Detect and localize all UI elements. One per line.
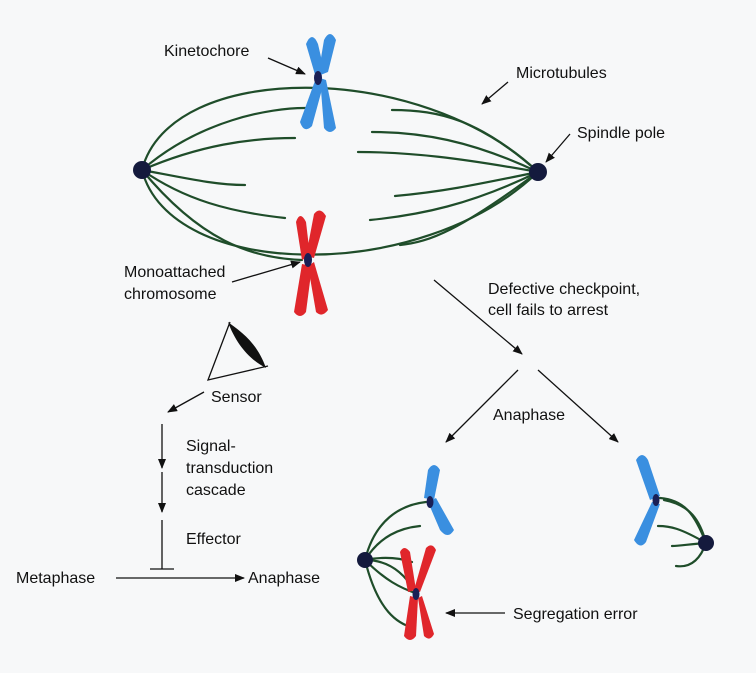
microtubules-label: Microtubules — [516, 65, 607, 82]
defective-label-line1: Defective checkpoint, — [488, 281, 640, 298]
spindle-pole-arrow — [545, 133, 571, 163]
blue-chromosome — [300, 34, 336, 132]
microtubules-arrow — [481, 81, 509, 105]
sensor-eye-icon — [206, 321, 269, 381]
sensor-to-cascade-arrow — [167, 391, 205, 413]
effector-label: Effector — [186, 531, 242, 548]
kinetochore-arrow — [267, 57, 306, 75]
defective-arrow — [433, 279, 523, 355]
anaphase-label: Anaphase — [248, 570, 320, 587]
spindle-pole-right — [529, 163, 547, 181]
defective-label-line2: cell fails to arrest — [488, 302, 609, 319]
segregation-error-label: Segregation error — [513, 606, 638, 623]
microtubules — [140, 86, 540, 262]
main-spindle — [133, 34, 547, 316]
kinetochore-label: Kinetochore — [164, 43, 249, 60]
kinetochore-blue — [314, 71, 322, 85]
right-daughter-spindle — [634, 455, 714, 568]
red-chromosome — [294, 210, 328, 316]
anaphase-arrow-left — [445, 369, 519, 443]
spindle-pole-left — [133, 161, 151, 179]
signal-label-line3: cascade — [186, 482, 246, 499]
monoattached-arrow — [231, 260, 301, 283]
anaphase-branch-label: Anaphase — [493, 407, 565, 424]
metaphase-label: Metaphase — [16, 570, 95, 587]
monoattached-label-line1: Monoattached — [124, 264, 225, 281]
anaphase-arrow-right — [537, 369, 619, 443]
sensor-label: Sensor — [211, 389, 262, 406]
left-daughter-spindle — [357, 465, 454, 640]
spindle-pole-label: Spindle pole — [577, 125, 665, 142]
signal-label-line2: transduction — [186, 460, 273, 477]
monoattached-label-line2: chromosome — [124, 286, 217, 303]
kinetochore-red — [304, 253, 312, 267]
signal-label-line1: Signal- — [186, 438, 236, 455]
